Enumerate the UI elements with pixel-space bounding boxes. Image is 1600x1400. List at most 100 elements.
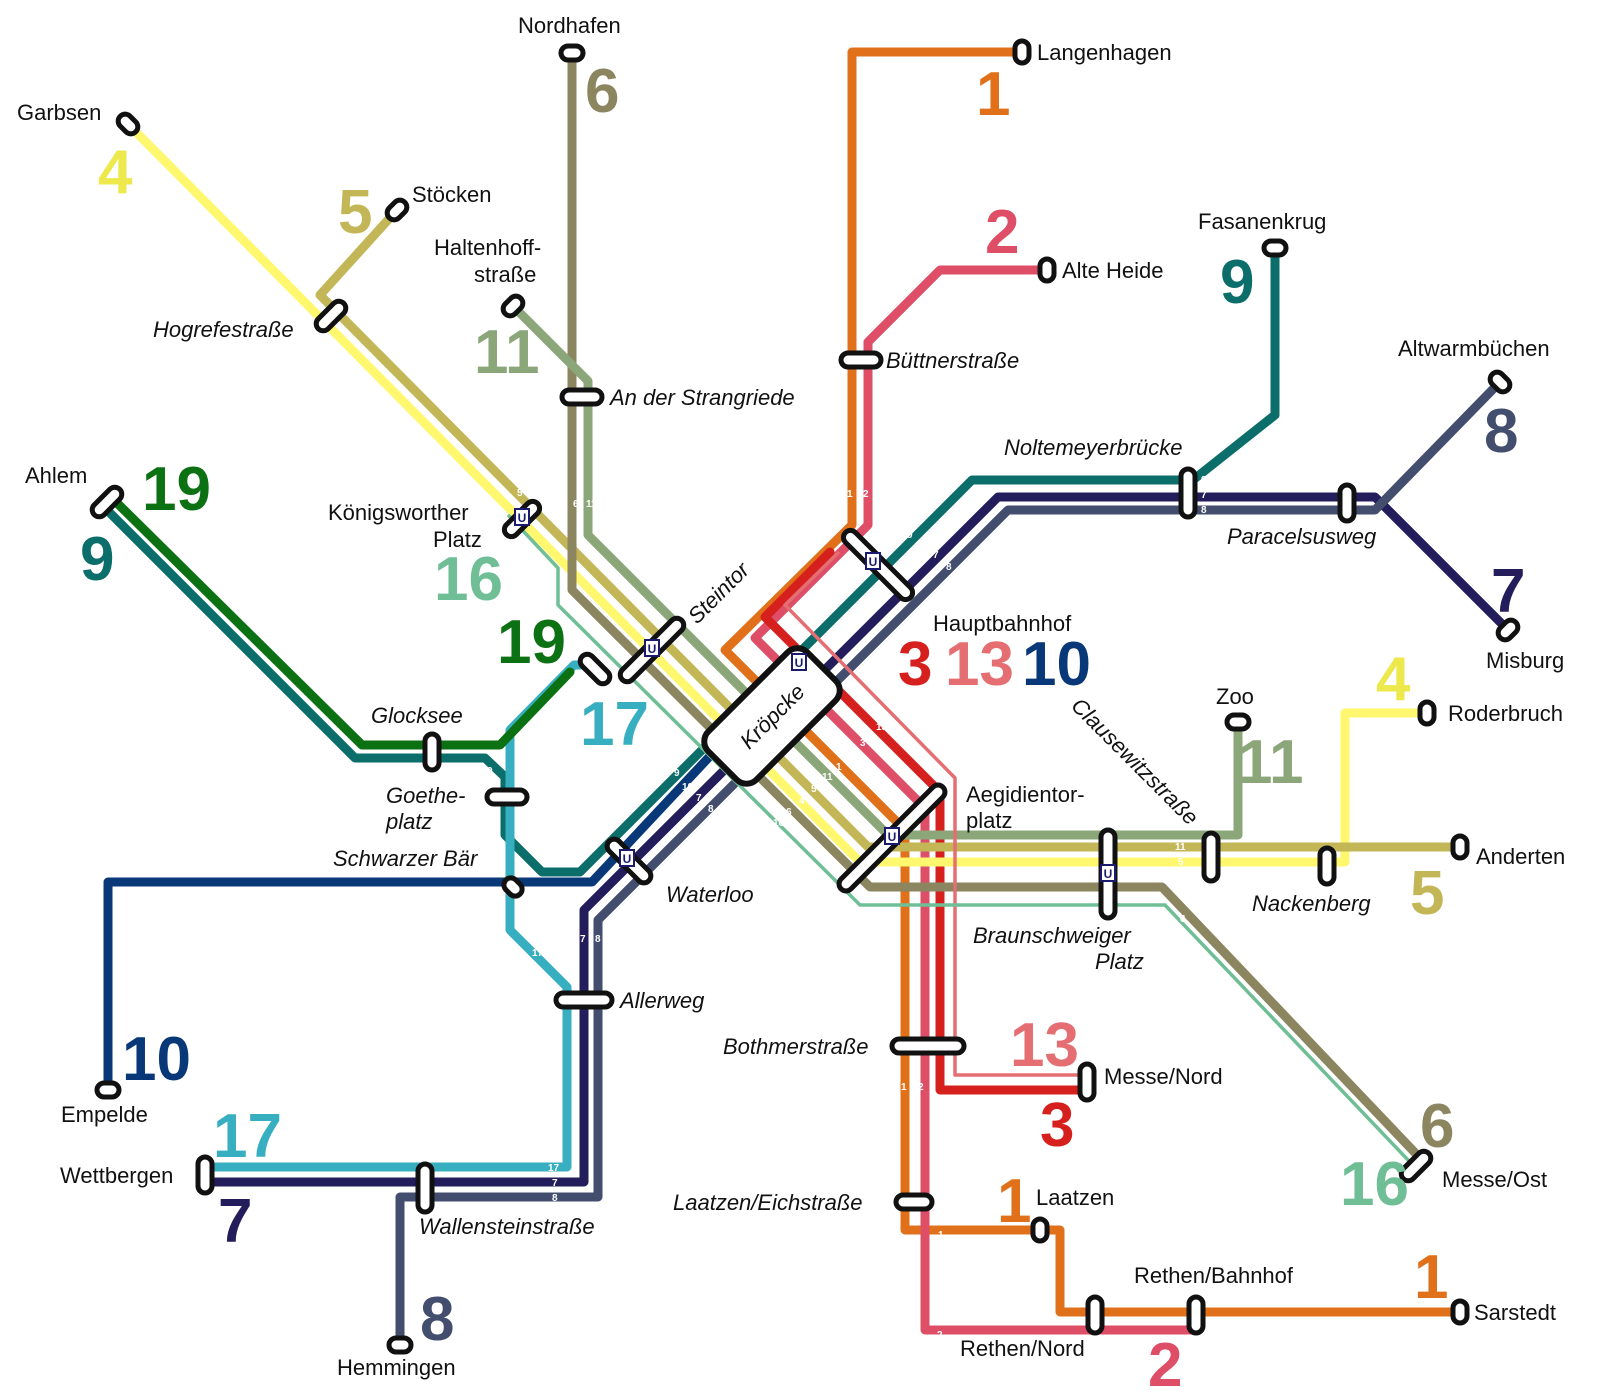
line-number-8: 8	[1484, 397, 1518, 466]
label-wallensteinstrasse: Wallensteinstraße	[419, 1214, 595, 1239]
line-number-11: 11	[474, 318, 540, 387]
inline-number: 3	[860, 738, 866, 749]
line-number-6: 6	[1420, 1092, 1454, 1161]
inline-number: 5	[517, 488, 523, 499]
u-bahn-icon: U	[619, 849, 635, 867]
inline-number: 6	[786, 807, 792, 818]
line-number-3: 3	[1040, 1091, 1074, 1160]
stop-noltemeyerbruecke[interactable]	[1178, 466, 1198, 520]
terminal-roderbruch[interactable]	[1417, 699, 1437, 727]
terminal-sarstedt[interactable]	[1450, 1298, 1470, 1326]
svg-text:U: U	[623, 852, 632, 866]
stop-paracelsusweg[interactable]	[1337, 482, 1357, 524]
label-haltenhoffstrasse-2: straße	[474, 262, 536, 287]
stop-wettbergen[interactable]	[195, 1154, 215, 1196]
stop-nackenberg[interactable]	[1317, 845, 1337, 887]
inline-number: 2	[848, 750, 854, 761]
line-9-route	[102, 243, 1280, 877]
u-bahn-icon: U	[791, 653, 807, 671]
line-17-route	[200, 660, 599, 1172]
line-number-1: 1	[1414, 1243, 1448, 1312]
line-number-13: 13	[945, 630, 1014, 699]
stop-clausewitzstrasse[interactable]	[1201, 830, 1221, 884]
inline-number: 16	[773, 818, 785, 829]
stop-laatzen-eichstrasse[interactable]	[893, 1192, 935, 1212]
inline-number: 8	[1201, 505, 1207, 516]
label-allerweg: Allerweg	[618, 988, 705, 1013]
terminal-stoecken[interactable]	[384, 197, 410, 223]
stop-glocksee-17[interactable]	[577, 651, 613, 687]
terminal-messe-ost[interactable]	[1398, 1148, 1434, 1184]
stop-rethen-bahnhof[interactable]	[1186, 1294, 1206, 1336]
stop-rethen-nord[interactable]	[1085, 1294, 1105, 1336]
line-number-10: 10	[1022, 630, 1091, 699]
u-bahn-icon: U	[1100, 864, 1116, 882]
label-messe-nord: Messe/Nord	[1104, 1064, 1223, 1089]
inline-number: 4	[799, 796, 805, 807]
label-clausewitzstrasse: Clausewitzstraße	[1066, 693, 1203, 830]
label-paracelsusweg: Paracelsusweg	[1227, 524, 1377, 549]
svg-text:U: U	[518, 511, 527, 525]
u-bahn-symbols: U U U U U U U	[514, 508, 1116, 882]
inline-number: 1	[901, 1082, 907, 1093]
inline-number: 5	[811, 784, 817, 795]
inline-number: 5	[1178, 857, 1184, 868]
line-number-19: 19	[497, 608, 566, 677]
inline-number: 17	[548, 1163, 560, 1174]
inline-number: 7	[696, 793, 702, 804]
label-langenhagen: Langenhagen	[1037, 40, 1172, 65]
stop-hogrefestrasse[interactable]	[313, 298, 349, 334]
line-number-5: 5	[338, 178, 372, 247]
terminal-zoo[interactable]	[1224, 712, 1252, 732]
label-aegidientorplatz-1: Aegidientor-	[966, 782, 1085, 807]
line-number-4: 4	[1376, 645, 1411, 714]
label-misburg: Misburg	[1486, 648, 1564, 673]
label-hauptbahnhof: Hauptbahnhof	[933, 611, 1072, 636]
label-hogrefestrasse: Hogrefestraße	[153, 317, 294, 342]
label-haltenhoffstrasse-1: Haltenhoff-	[434, 235, 541, 260]
svg-text:U: U	[869, 555, 878, 569]
inline-number: 13	[876, 722, 888, 733]
terminal-fasanenkrug[interactable]	[1261, 238, 1289, 258]
terminal-ahlem[interactable]	[89, 484, 125, 520]
stop-glocksee[interactable]	[422, 731, 442, 773]
terminal-anderten[interactable]	[1450, 833, 1470, 861]
stop-wallensteinstrasse[interactable]	[415, 1161, 435, 1215]
stop-bothmerstrasse[interactable]	[889, 1036, 967, 1056]
terminal-alte-heide[interactable]	[1037, 256, 1057, 284]
inline-number: 8	[552, 1193, 558, 1204]
label-roderbruch: Roderbruch	[1448, 701, 1563, 726]
inline-number: 8	[946, 562, 952, 573]
line-number-13: 13	[1010, 1011, 1079, 1080]
label-hemmingen: Hemmingen	[337, 1355, 456, 1380]
inline-number: 9	[907, 530, 913, 541]
terminal-altwarmbuechen[interactable]	[1487, 369, 1513, 395]
terminal-laatzen[interactable]	[1030, 1216, 1050, 1244]
label-altwarmbuechen: Altwarmbüchen	[1398, 336, 1550, 361]
line-number-17: 17	[580, 690, 649, 759]
terminal-nordhafen[interactable]	[558, 43, 586, 63]
line-2-route	[750, 265, 1201, 1335]
stop-schwarzer-baer[interactable]	[501, 875, 525, 899]
terminal-hemmingen[interactable]	[386, 1335, 414, 1355]
inline-number: 7	[1201, 490, 1207, 501]
terminal-empelde[interactable]	[94, 1080, 122, 1100]
terminal-messe-nord[interactable]	[1077, 1061, 1097, 1103]
label-anderten: Anderten	[1476, 844, 1565, 869]
inline-number: 17	[532, 948, 544, 959]
inline-number: 10	[682, 782, 694, 793]
inline-number: 1	[847, 489, 853, 500]
stop-allerweg[interactable]	[553, 990, 615, 1010]
terminal-haltenhoffstrasse[interactable]	[500, 293, 526, 319]
svg-text:U: U	[795, 656, 804, 670]
terminal-langenhagen[interactable]	[1012, 38, 1032, 66]
stop-an-der-strangriede[interactable]	[559, 387, 605, 407]
label-rethen-nord: Rethen/Nord	[960, 1336, 1085, 1361]
terminal-misburg[interactable]	[1495, 617, 1521, 643]
inline-number: 9	[1201, 475, 1207, 486]
stop-buettnerstrasse[interactable]	[838, 350, 884, 370]
inline-number: 7	[580, 934, 586, 945]
kroepcke-hub[interactable]: Kröpcke	[698, 642, 845, 789]
stop-goetheplatz[interactable]	[484, 787, 530, 807]
line-number-17: 17	[213, 1102, 282, 1171]
